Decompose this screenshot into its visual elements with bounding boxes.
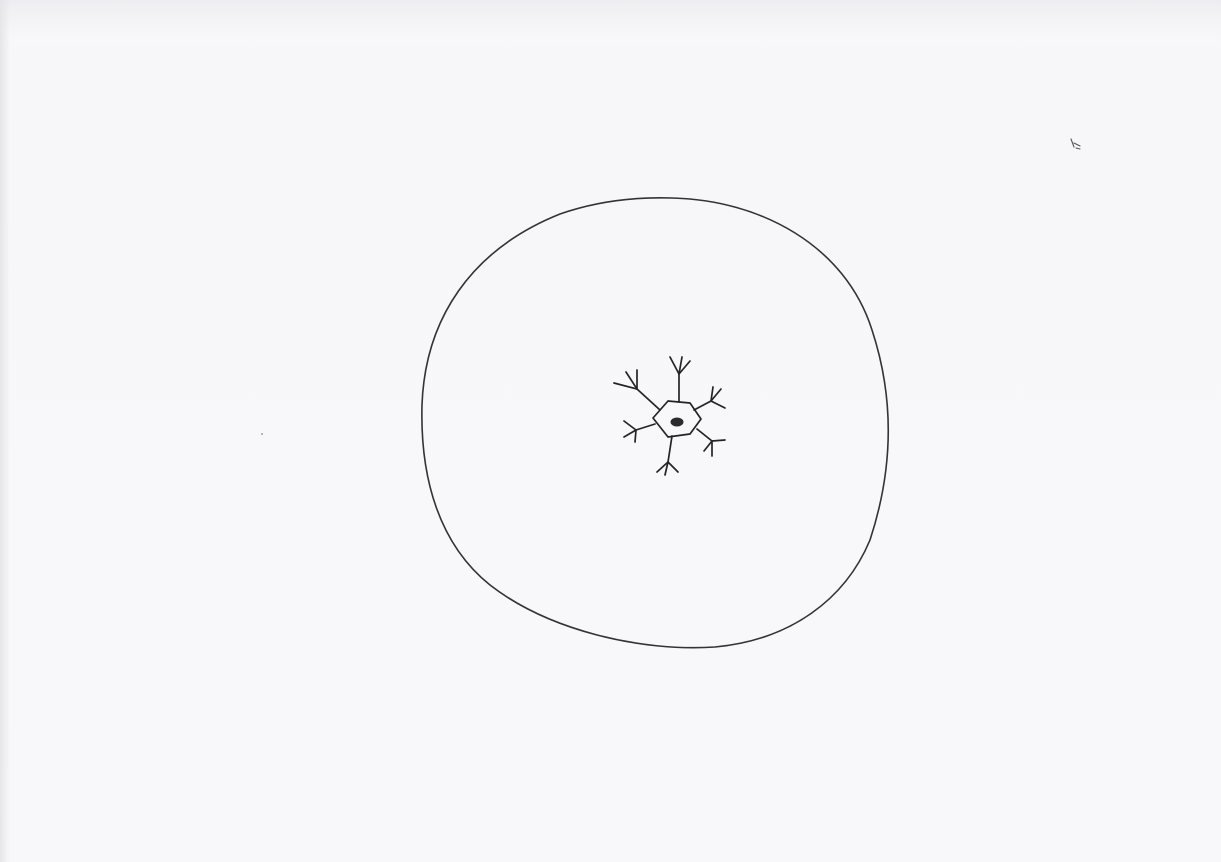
outer-circle bbox=[422, 198, 888, 648]
cell bbox=[614, 357, 725, 475]
branch-lower-right bbox=[697, 429, 725, 456]
branch-bottom bbox=[657, 436, 678, 475]
stray-dot bbox=[261, 433, 263, 435]
nucleus bbox=[671, 418, 683, 426]
branch-left bbox=[624, 421, 655, 442]
stray-pencil-mark bbox=[1071, 139, 1080, 149]
branch-upper-left bbox=[614, 370, 660, 410]
branch-upper-right bbox=[694, 387, 725, 410]
branch-top bbox=[670, 357, 690, 402]
